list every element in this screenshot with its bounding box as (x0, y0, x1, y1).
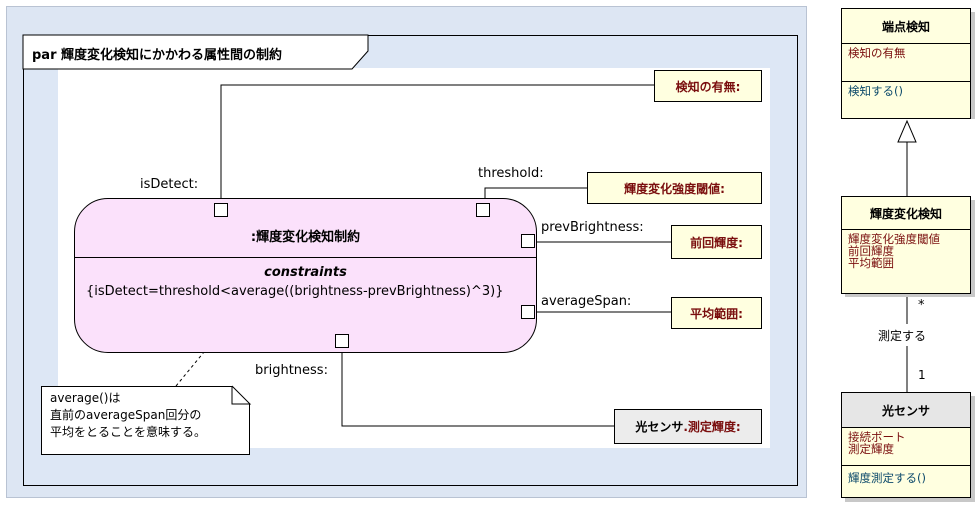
class-attributes: 検知の有無 (842, 44, 970, 82)
note[interactable]: average()は 直前のaverageSpan回分の 平均をとることを意味す… (41, 386, 250, 455)
par-label: par 輝度変化検知にかかわる属性間の制約 (32, 48, 283, 63)
constraint-block[interactable] (74, 198, 537, 353)
port-threshold[interactable] (476, 203, 490, 217)
connector-isdetect (220, 84, 654, 203)
note-fold-corner (231, 385, 252, 405)
class-endpoint-detection[interactable]: 端点検知 検知の有無 検知する() (841, 8, 971, 119)
port-label-averagespan: averageSpan: (541, 294, 632, 309)
association-label: 測定する (878, 329, 927, 343)
class-brightness-change-detection[interactable]: 輝度変化検知 輝度変化強度閾値 前回輝度 平均範囲 (841, 196, 971, 294)
multiplicity-top: * (918, 298, 925, 313)
port-isdetect[interactable] (214, 203, 228, 217)
constraint-separator (74, 257, 537, 258)
property-average-range[interactable]: 平均範囲: (671, 297, 762, 329)
property-sensor-brightness[interactable]: 光センサ.測定輝度: (614, 409, 762, 444)
port-label-threshold: threshold: (478, 166, 544, 181)
multiplicity-bottom: 1 (918, 368, 926, 382)
constraints-heading: constraints (264, 265, 347, 280)
class-attributes: 輝度変化強度閾値 前回輝度 平均範囲 (842, 230, 970, 272)
port-label-isdetect: isDetect: (140, 177, 199, 192)
property-prev-brightness[interactable]: 前回輝度: (671, 225, 762, 259)
class-operations: 輝度測定する() (842, 466, 970, 488)
class-name: 端点検知 (842, 9, 970, 44)
note-line: average()は (50, 391, 121, 405)
port-prevbrightness[interactable] (521, 234, 535, 248)
port-label-prevbrightness: prevBrightness: (541, 220, 644, 235)
note-line: 平均をとることを意味する。 (50, 425, 207, 439)
sensor-property-label: .測定輝度: (683, 420, 741, 434)
port-brightness[interactable] (335, 334, 349, 348)
generalization-arrowhead (897, 119, 917, 143)
constraint-block-title: :輝度変化検知制約 (250, 230, 361, 245)
constraint-expression: {isDetect=threshold<average((brightness-… (86, 284, 504, 299)
connector-brightness (341, 349, 614, 427)
attribute: 測定輝度 (848, 442, 894, 456)
note-line: 直前のaverageSpan回分の (50, 408, 202, 422)
attribute: 検知の有無 (848, 46, 906, 60)
attribute: 輝度変化強度閾値 (848, 232, 940, 246)
class-light-sensor[interactable]: 光センサ 接続ポート 測定輝度 輝度測定する() (841, 392, 971, 498)
operation: 検知する() (848, 84, 903, 98)
class-name: 輝度変化検知 (842, 197, 970, 230)
class-operations: 検知する() (842, 82, 970, 101)
port-label-brightness: brightness: (255, 363, 328, 378)
class-name: 光センサ (842, 393, 970, 428)
port-averagespan[interactable] (521, 305, 535, 319)
operation: 輝度測定する() (848, 471, 926, 485)
property-detect-presence[interactable]: 検知の有無: (654, 70, 762, 102)
property-threshold[interactable]: 輝度変化強度閾値: (587, 172, 762, 204)
par-label-shape (22, 34, 369, 70)
attribute: 前回輝度 (848, 244, 894, 258)
attribute: 接続ポート (848, 430, 906, 444)
sensor-owner-label: 光センサ (635, 420, 684, 434)
class-attributes: 接続ポート 測定輝度 (842, 428, 970, 466)
attribute: 平均範囲 (848, 256, 894, 270)
